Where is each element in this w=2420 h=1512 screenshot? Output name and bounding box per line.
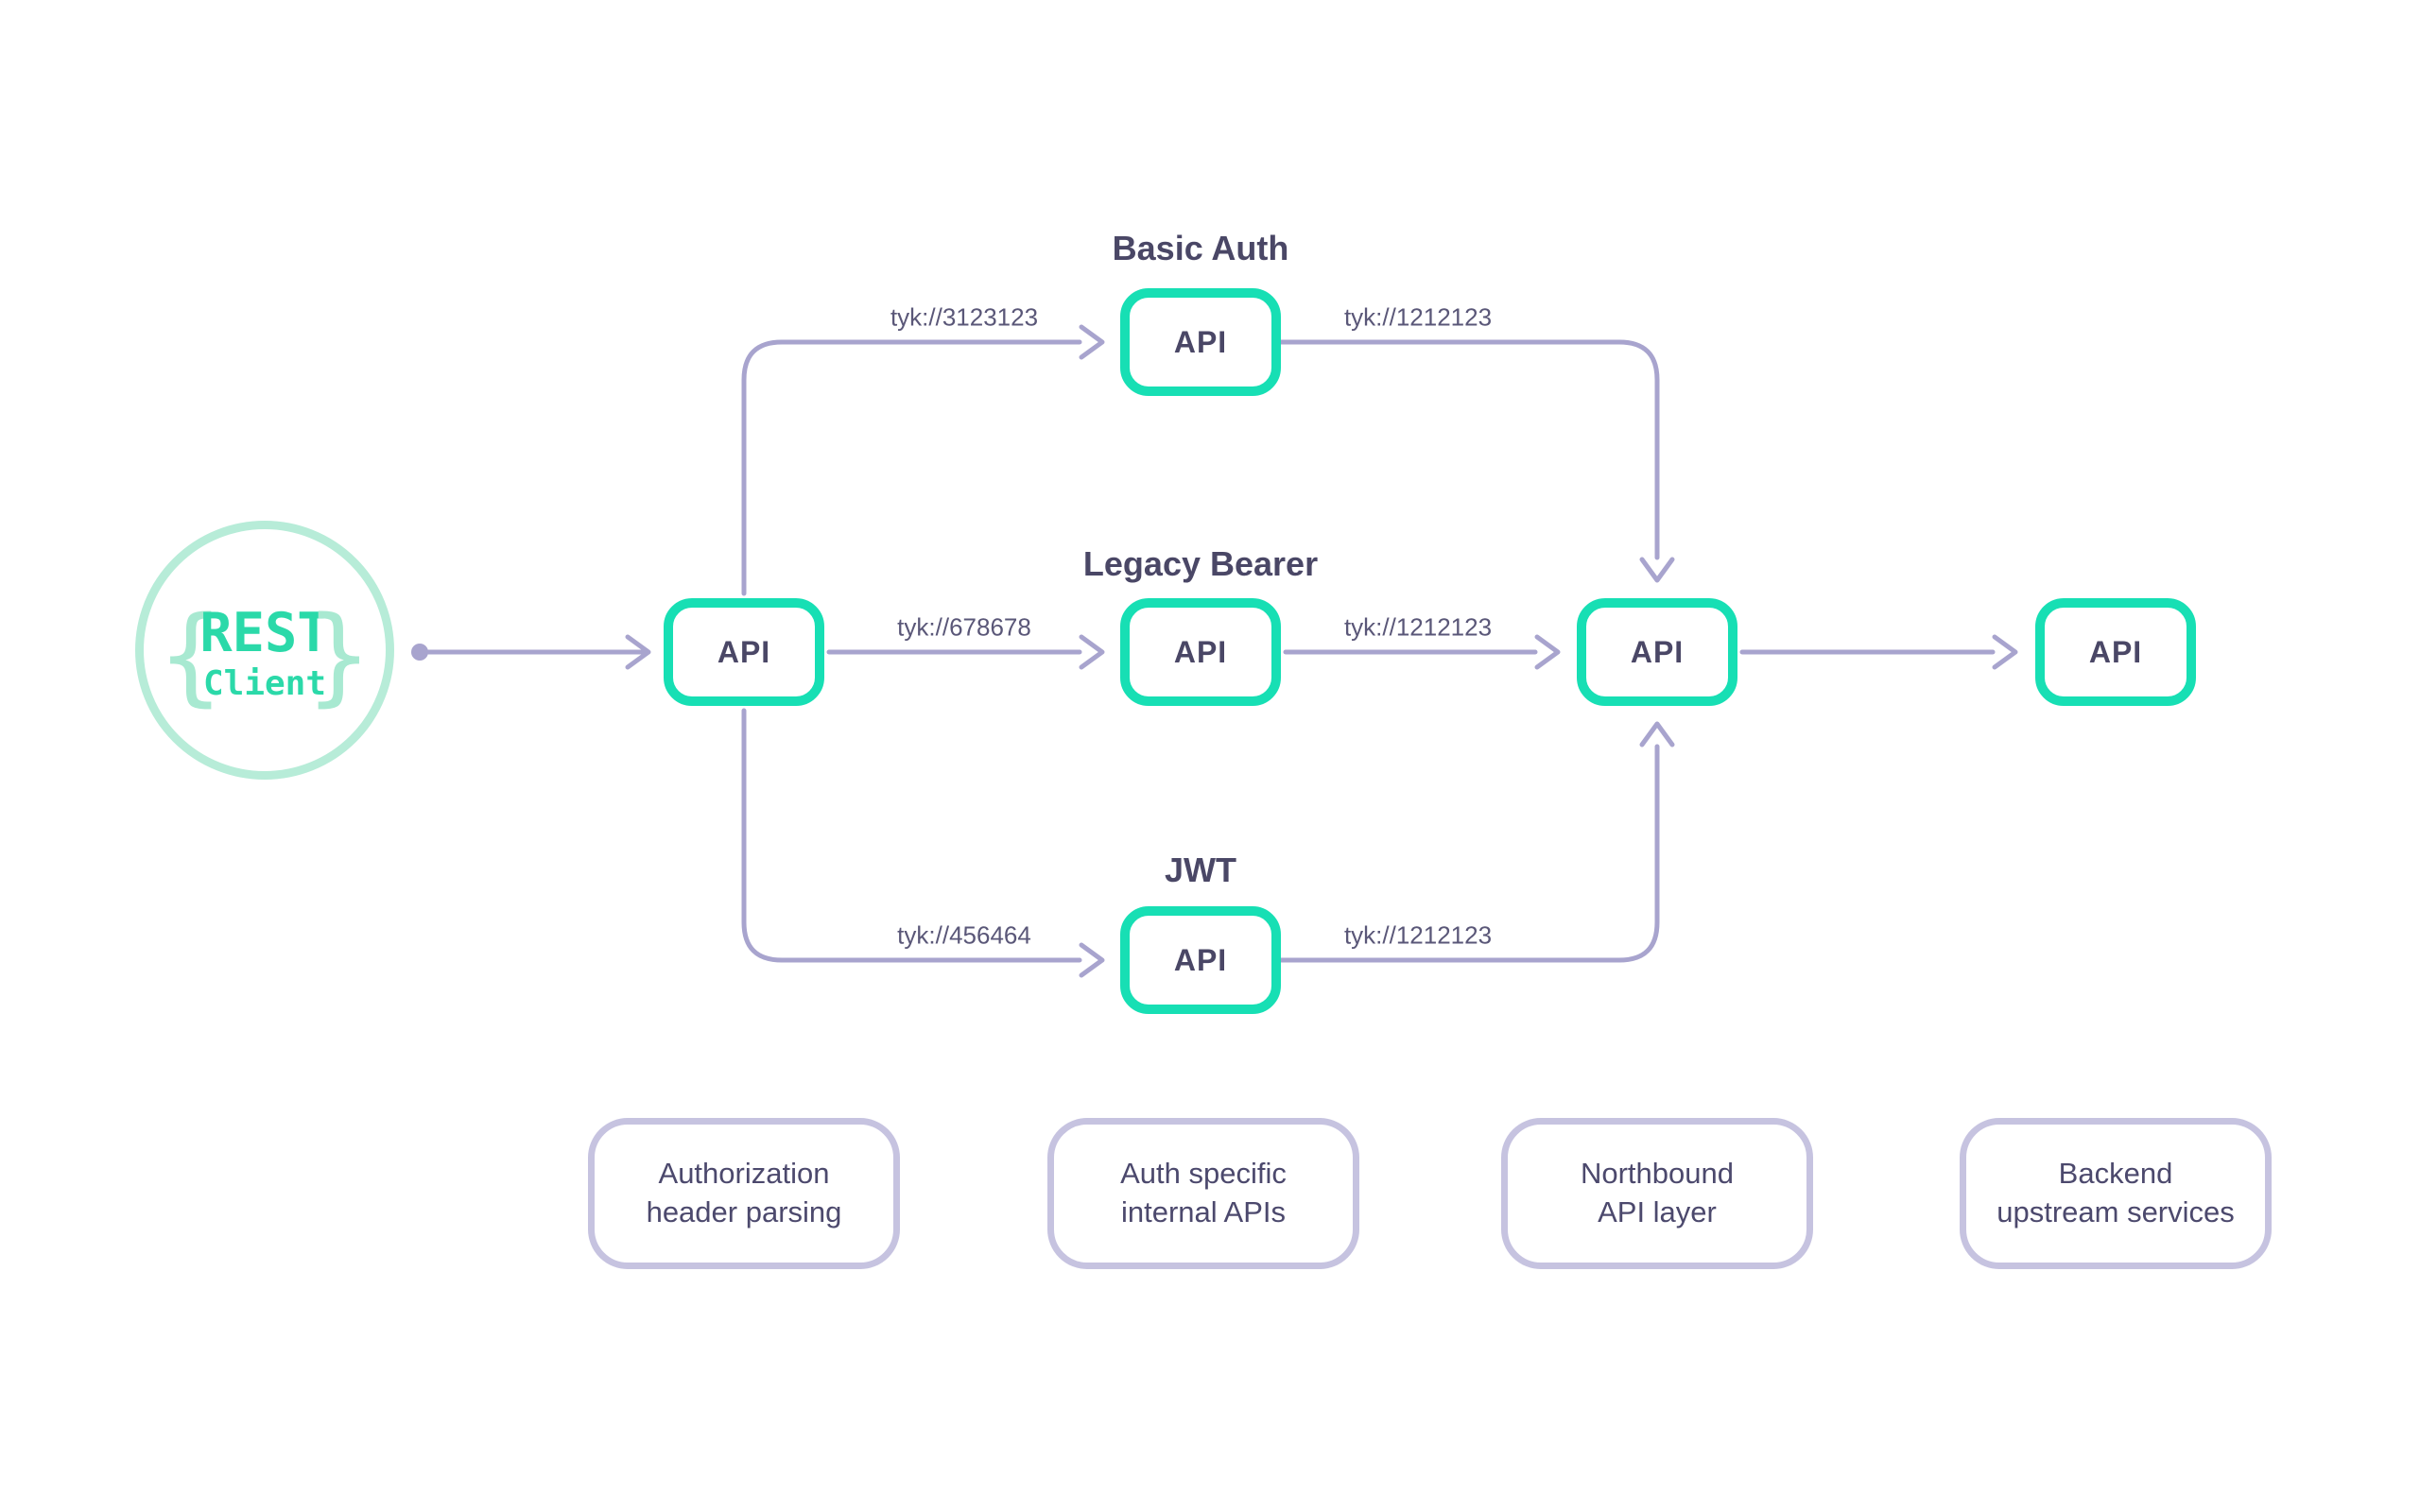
edge-label-jwt-in: tyk://456464 [897,920,1031,950]
node-northbound-api: API [1577,598,1737,706]
edge-basic-to-northbound [1278,339,1660,560]
rest-client-node: { REST Client } [135,521,394,780]
note-northbound-api-layer: Northbound API layer [1501,1118,1813,1269]
node-backend-api: API [2035,598,2196,706]
node-northbound-api-label: API [1630,634,1685,669]
arrowhead-into-backend-icon [1992,634,2018,670]
edge-label-basic-out: tyk://1212123 [1343,302,1493,332]
note-auth-specific-internal-apis: Auth specific internal APIs [1047,1118,1359,1269]
node-backend-api-label: API [2088,634,2143,669]
rest-client-subtitle: Client [202,664,327,703]
node-gateway-api-label: API [717,634,771,669]
left-brace-icon: { [159,594,223,717]
arrowhead-into-jwt-icon [1079,942,1105,978]
arrowhead-into-legacy-icon [1079,634,1105,670]
note-backend-upstream-services: Backend upstream services [1960,1118,2272,1269]
node-basic-auth-api: API [1120,288,1281,396]
arrowhead-into-northbound-icon [1534,634,1561,670]
edge-gateway-to-jwt [741,708,1082,963]
jwt-title: JWT [1165,850,1236,889]
legacy-bearer-title: Legacy Bearer [1082,544,1319,583]
rest-client-title: REST [199,602,330,664]
arrowhead-down-into-northbound-icon [1639,557,1675,583]
right-brace-icon: } [306,594,371,717]
edge-label-jwt-out: tyk://1212123 [1343,920,1493,950]
node-jwt-api-label: API [1173,942,1228,977]
basic-auth-title: Basic Auth [1112,229,1289,267]
node-gateway-api: API [664,598,824,706]
edge-label-basic-in: tyk://3123123 [890,302,1039,332]
arrowhead-up-into-northbound-icon [1639,721,1675,747]
note-authorization-header-parsing: Authorization header parsing [588,1118,900,1269]
edge-gateway-to-basic [741,339,1082,596]
flow-start-dot [411,644,428,661]
arrowhead-into-gateway-icon [625,634,651,670]
edge-jwt-to-northbound [1278,744,1660,963]
node-basic-auth-api-label: API [1173,324,1228,359]
node-legacy-bearer-api: API [1120,598,1281,706]
node-legacy-bearer-api-label: API [1173,634,1228,669]
arrowhead-into-basic-icon [1079,324,1105,360]
edge-label-legacy-out: tyk://1212123 [1343,612,1493,642]
node-jwt-api: API [1120,906,1281,1014]
edge-label-legacy-in: tyk://678678 [897,612,1031,642]
